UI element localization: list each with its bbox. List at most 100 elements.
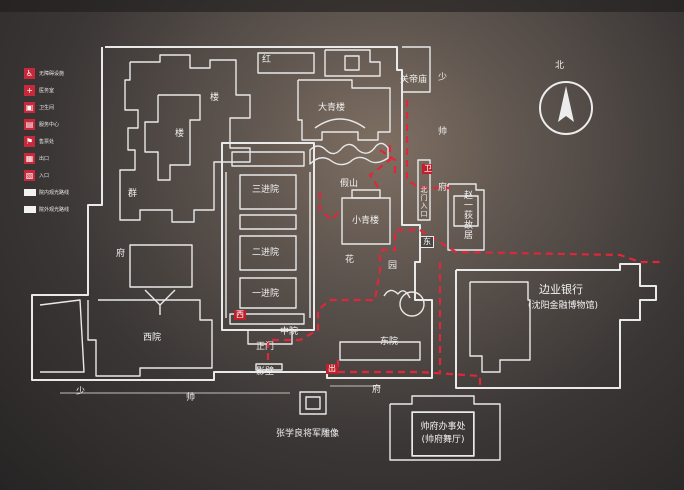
label-da-qing-lou: 大青楼 (318, 103, 346, 113)
rockery (309, 142, 389, 166)
office-box: 帅府办事处 (帅府舞厅) (412, 412, 474, 456)
route-south (336, 360, 482, 388)
label-north: 北 (555, 61, 565, 71)
label-yuan: 园 (388, 261, 398, 271)
red-building-west (119, 54, 251, 223)
compass-needle-icon (558, 86, 574, 122)
da-qing-lou-porch (314, 118, 366, 129)
label-zheng-men: 正门 (256, 342, 275, 352)
legend-item: ⚑ 售票处 (24, 134, 64, 151)
gate-row (229, 313, 305, 325)
temple-block (402, 46, 431, 93)
hall-2-north (239, 214, 297, 230)
legend-item: ♿无障碍设施 (24, 66, 64, 83)
legend-label: 出口 (39, 156, 50, 162)
screen-wall (255, 363, 283, 371)
west-wing-curve (39, 299, 85, 373)
legend-item: 院内观光路线 (24, 185, 69, 202)
restroom-chip: 卫 (422, 164, 432, 174)
route-line-icon (24, 189, 36, 196)
label-statue: 张学良将军雕像 (276, 429, 340, 439)
service-center-icon: ▤ (24, 119, 35, 130)
pavilion-small (344, 55, 360, 71)
label-bianye-bank: 边业银行 (539, 283, 583, 296)
label-shuai-bottom: 帅 (186, 393, 196, 403)
compass-ring (539, 81, 593, 135)
west-steps (144, 289, 176, 315)
legend-item: ▧ 入口 (24, 168, 64, 185)
info-chip: 北门入口 (420, 186, 428, 218)
outer-route-icon (24, 206, 36, 213)
label-shao-top: 少 (438, 73, 448, 83)
main-gate (247, 330, 293, 345)
west-courtyard (87, 299, 213, 377)
three-courtyards (221, 142, 315, 331)
label-temple: 关帝庙 (400, 75, 428, 85)
legend-label: 卫生间 (39, 105, 55, 111)
legend-label: 院内观光路线 (39, 190, 70, 196)
courtyard-3 (239, 174, 297, 210)
label-yi-jin-yuan: 一进院 (252, 289, 280, 299)
legend-item: +医务室 (24, 83, 64, 100)
legend-item: ▣卫生间 (24, 100, 64, 117)
top-edge (0, 0, 684, 12)
east-courtyard (339, 341, 421, 361)
legend-label: 售票处 (39, 139, 55, 145)
exit-chip: 出 (326, 364, 338, 374)
service-strip (417, 159, 431, 221)
label-zhong-yuan: 中院 (280, 327, 299, 337)
residence-inner (453, 195, 479, 227)
outer-wall-west (31, 46, 433, 381)
legend-label: 入口 (39, 173, 50, 179)
label-qun: 群 (128, 189, 138, 199)
label-xi-yuan: 西院 (143, 333, 162, 343)
statue-plinth (299, 391, 327, 415)
label-xiao-qing-lou: 小青楼 (352, 216, 380, 226)
frontier-bank-outer (455, 263, 657, 389)
label-ying-bi: 影壁 (256, 367, 275, 377)
legend-label: 无障碍设施 (39, 71, 65, 77)
label-office-1: 帅府办事处 (420, 421, 466, 432)
exit-icon: ▦ (24, 153, 35, 164)
label-shao-bottom: 少 (76, 387, 86, 397)
route-main (266, 228, 420, 360)
label-fu-bottom: 府 (372, 385, 382, 395)
west-hall (129, 244, 193, 288)
da-qing-lou (297, 79, 391, 141)
label-bianye-sub: (沈阳金融博物馆) (528, 301, 599, 311)
route-north (405, 100, 450, 190)
label-lou2: 楼 (175, 129, 185, 139)
label-shuai-top: 帅 (438, 127, 448, 137)
route-lane2 (379, 149, 397, 175)
legend-label: 服务中心 (39, 122, 60, 128)
label-lou: 楼 (210, 93, 220, 103)
label-hua: 花 (345, 255, 355, 265)
office-building (389, 395, 501, 461)
label-dong-yuan: 东院 (380, 337, 399, 347)
red-building-inner (144, 94, 201, 181)
zhao-yi-di-residence (447, 183, 485, 251)
xiao-qing-lou-top (351, 189, 381, 199)
label-jia-shan: 假山 (340, 179, 359, 189)
route-lane (318, 192, 341, 222)
frontier-bank-building (469, 281, 531, 373)
label-fu-west: 府 (116, 249, 126, 259)
courtyard-2 (239, 235, 297, 271)
west-gate-chip: 西 (234, 310, 246, 320)
first-aid-icon: + (24, 85, 35, 96)
label-hong: 红 (262, 55, 272, 65)
entrance-icon: ▧ (24, 170, 35, 181)
east-gate-chip: 东 (420, 236, 434, 248)
legend: ♿无障碍设施+医务室▣卫生间 ▤ 服务中心 ⚑ 售票处 ▦ 出口 ▧ 入口院内观光路线院外观光路… (24, 66, 69, 219)
garden-pond (399, 291, 425, 317)
statue-base (305, 396, 321, 410)
ticket-office-icon: ⚑ (24, 136, 35, 147)
red-building-north (257, 52, 315, 74)
route-garden (368, 145, 392, 191)
legend-item: ▤ 服务中心 (24, 117, 64, 134)
label-office-2: (帅府舞厅) (421, 435, 465, 445)
label-fu-top: 府 (438, 183, 448, 193)
legend-label: 院外观光路线 (39, 207, 70, 213)
legend-item: ▦ 出口 (24, 151, 64, 168)
